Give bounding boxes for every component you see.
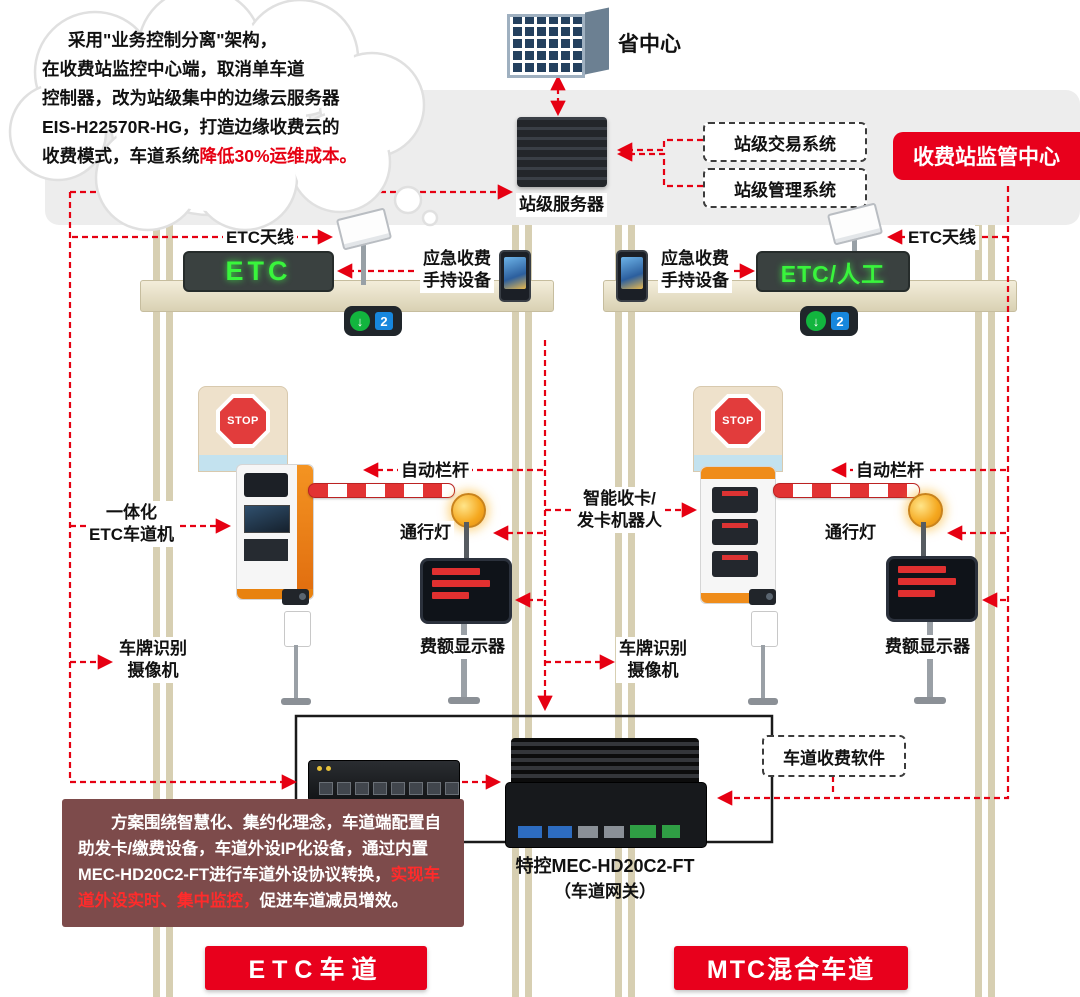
count-badge: 2 [375,312,393,330]
light-pole [464,522,469,562]
traffic-light: ↓ 2 [344,306,402,336]
supervision-center-badge: 收费站监管中心 [893,132,1080,180]
station-server-label: 站级服务器 [516,193,607,217]
machine-screen [244,505,290,533]
etc-antenna-icon [335,207,395,285]
etc-lane-machine-icon [236,464,314,600]
transaction-system-box: 站级交易系统 [703,122,867,162]
gateway-ports [518,825,680,838]
lane-banner: MTC混合车道 [674,946,908,990]
network-switch-icon [308,760,460,802]
traffic-light: ↓ 2 [800,306,858,336]
phone-screen [504,257,526,289]
camera-label: 车牌识别 摄像机 [116,637,190,683]
gateway-heatsink [511,738,699,784]
barrier-label: 自动栏杆 [398,459,472,483]
camera-cabinet [284,611,311,647]
count-badge: 2 [831,312,849,330]
toll-booth: STOP [198,386,288,472]
stop-sign-icon: STOP [711,394,765,448]
go-arrow-icon: ↓ [350,311,370,331]
station-server-icon [517,117,607,187]
lane-sign: ETC/人工 [756,251,910,292]
province-center-label: 省中心 [618,33,681,56]
antenna-panel [826,202,884,246]
handheld-phone-icon [499,250,531,302]
solution-note: 方案围绕智慧化、集约化理念，车道端配置自 助发卡/缴费设备，车道外设IP化设备，… [62,799,464,927]
pass-light-label: 通行灯 [397,521,454,545]
gateway-sub-label: （车道网关） [554,882,656,901]
lane-sign: ETC [183,251,334,292]
lane-gateway-icon [505,782,707,848]
management-system-box: 站级管理系统 [703,168,867,208]
machine-side-panel [297,465,313,599]
pole-base [448,697,480,704]
card-robot-icon [700,466,776,604]
stop-sign-icon: STOP [216,394,270,448]
pole-base [281,698,311,705]
robot-module [712,519,758,545]
camera-pole [761,645,765,699]
fee-display-icon [886,556,978,622]
fee-display-icon [420,558,512,624]
machine-label: 智能收卡/ 发卡机器人 [574,487,665,533]
pole-base [748,698,778,705]
gateway-name-label: 特控MEC-HD20C2-FT [515,856,695,876]
pole-base [914,697,946,704]
software-box: 车道收费软件 [762,735,906,777]
switch-ports [319,782,459,795]
camera-pole [294,645,298,699]
antenna-pole [361,241,366,285]
handheld-phone-icon [616,250,648,302]
robot-top [701,467,775,479]
lane-banner: ETC车道 [205,946,427,990]
camera-icon [282,589,309,605]
barrier-arm-icon [308,483,455,498]
display-pole [927,622,933,698]
fee-display-label: 费额显示器 [417,635,508,659]
barrier-label: 自动栏杆 [853,459,927,483]
go-arrow-icon: ↓ [806,311,826,331]
machine-base [237,589,313,599]
cloud-note-text: 采用"业务控制分离"架构， 在收费站监控中心端，取消单车道 控制器，改为站级集中… [42,30,358,166]
robot-module [712,487,758,513]
camera-icon [749,589,776,605]
robot-base [701,593,775,603]
camera-cabinet [751,611,778,647]
etc-antenna-label: ETC天线 [905,226,979,250]
barrier-arm-icon [773,483,920,498]
handheld-label: 应急收费 手持设备 [658,247,732,293]
machine-screen [244,539,288,561]
camera-label: 车牌识别 摄像机 [616,637,690,683]
fee-display-label: 费额显示器 [882,635,973,659]
display-pole [461,624,467,698]
handheld-label: 应急收费 手持设备 [420,247,494,293]
machine-screen [244,473,288,497]
phone-screen [621,257,643,289]
switch-leds [317,766,331,771]
machine-label: 一体化 ETC车道机 [86,501,177,547]
robot-module [712,551,758,577]
pass-light-icon [908,493,943,528]
province-building-icon [507,14,585,78]
light-pole [921,522,926,560]
province-building-side [585,7,609,75]
pass-light-icon [451,493,486,528]
cloud-shape [8,0,439,232]
pass-light-label: 通行灯 [822,521,879,545]
lane-edge [975,225,995,997]
toll-booth: STOP [693,386,783,472]
